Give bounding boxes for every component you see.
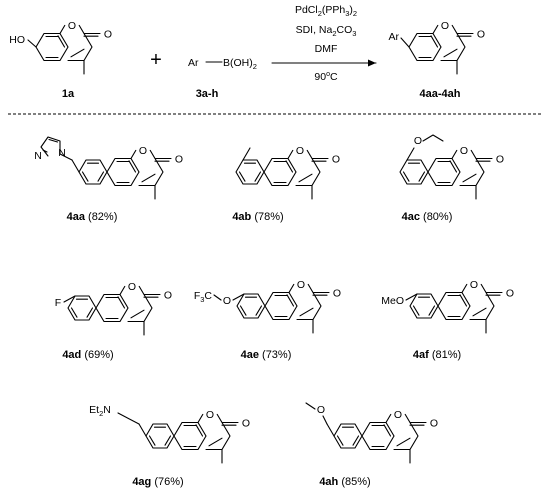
caption-4ah: 4ah (85%)	[319, 476, 370, 488]
caption-4ad: 4ad (69%)	[62, 349, 113, 361]
product-label: 4aa-4ah	[420, 88, 461, 100]
caption-4af: 4af (81%)	[413, 349, 461, 361]
caption-4ac: 4ac (80%)	[402, 211, 453, 223]
boronic-acid-label: B(OH)2	[223, 57, 257, 71]
pyrazole-n1-label: N	[58, 147, 66, 159]
reactant-1a: HO 1a	[9, 19, 113, 100]
product-4ab: 4ab (78%)	[232, 144, 341, 223]
methoxy-o-label: O	[317, 404, 325, 416]
product-4ag: Et2N 4ag (76%)	[89, 404, 251, 488]
reaction-conditions: PdCl2(PPh3)2 SDI, Na2CO3 DMF 90oC	[271, 4, 377, 83]
product-4ad: F 4ad (69%)	[55, 280, 173, 361]
reagent-3a-h: Ar B(OH)2 3a-h	[188, 57, 257, 100]
caption-4ag: 4ag (76%)	[132, 476, 183, 488]
solvent-label: DMF	[315, 43, 338, 55]
pyrazole-n-label: N	[34, 150, 42, 162]
caption-4ab: 4ab (78%)	[232, 211, 283, 223]
product-4ah: O 4ah (85%)	[305, 402, 439, 488]
reactant-label: 1a	[62, 88, 75, 100]
product-general: Ar 4aa-4ah	[389, 19, 486, 100]
catalyst-label: PdCl2(PPh3)2	[295, 4, 357, 18]
product-ar-label: Ar	[389, 31, 400, 43]
plus-sign: +	[150, 49, 162, 71]
arrow-head	[368, 59, 376, 67]
diethylamino-label: Et2N	[89, 404, 111, 418]
product-4af: MeO 4af (81%)	[381, 278, 515, 361]
reagent-ar-label: Ar	[188, 57, 199, 69]
temperature-label: 90oC	[314, 71, 338, 83]
product-4ae: O F3C 4ae (73%)	[194, 278, 342, 361]
hydroxy-label: HO	[9, 34, 25, 46]
caption-4ae: 4ae (73%)	[241, 349, 292, 361]
reagent-label: 3a-h	[196, 88, 219, 100]
product-4aa: N N 4aa (82%)	[34, 136, 184, 223]
additive-label: SDI, Na2CO3	[296, 24, 357, 38]
fluoro-label: F	[55, 297, 61, 309]
ocf3-o-label: O	[223, 295, 231, 307]
trifluoromethyl-label: F3C	[194, 290, 213, 304]
methoxy-label: MeO	[381, 295, 404, 307]
ether-o-label: O	[414, 135, 422, 147]
caption-4aa: 4aa (82%)	[67, 211, 118, 223]
product-4ac: O 4ac (80%)	[399, 134, 505, 223]
